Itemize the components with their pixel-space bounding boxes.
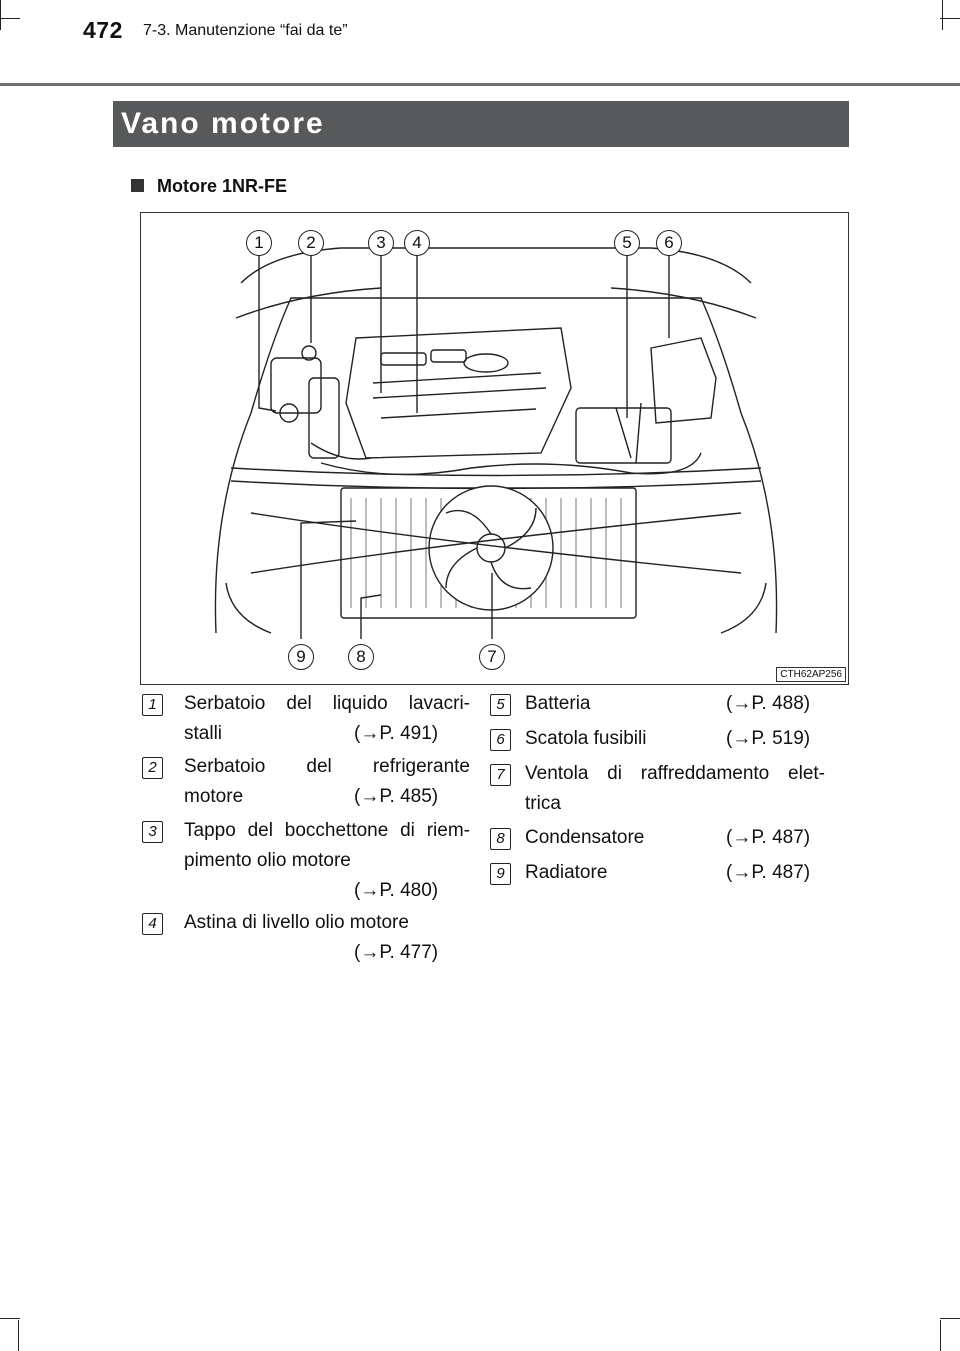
crop-mark: [0, 1318, 20, 1319]
item-text: Tappo del bocchettone di riem-: [184, 820, 470, 841]
item-text: Batteria: [525, 693, 591, 714]
crop-mark: [942, 0, 943, 30]
callout-2: 2: [298, 230, 324, 256]
page-reference: (→P. 480): [354, 880, 439, 901]
item-text: Ventola di raffreddamento elet-: [525, 763, 825, 784]
list-item: 4 Astina di livello olio motore (→P. 477…: [142, 908, 470, 970]
item-text: Serbatoio del refrigerante: [184, 756, 470, 777]
item-text: Scatola fusibili: [525, 728, 647, 749]
list-item: 6 Scatola fusibili (→P. 519): [490, 724, 830, 756]
callout-4: 4: [404, 230, 430, 256]
list-item: 1 Serbatoio del liquido lavacri- stalli …: [142, 689, 470, 751]
item-number: 3: [142, 821, 163, 843]
subheading-text: Motore 1NR-FE: [157, 176, 287, 196]
item-text-cont: stalli: [184, 723, 223, 744]
item-text-cont: motore: [184, 786, 244, 807]
callout-1: 1: [246, 230, 272, 256]
subheading: Motore 1NR-FE: [131, 176, 287, 197]
item-number: 7: [490, 764, 511, 786]
callout-6: 6: [656, 230, 682, 256]
page-reference: (→P. 519): [726, 728, 811, 749]
item-text: Serbatoio del liquido lavacri-: [184, 693, 470, 714]
engine-bay-drawing: [214, 247, 778, 639]
item-number: 5: [490, 694, 511, 716]
crop-mark: [940, 1318, 960, 1319]
item-number: 2: [142, 757, 163, 779]
engine-illustration: 1 2 3 4 5 6 7 8 9 CTH62AP256: [140, 212, 849, 685]
item-text: Condensatore: [525, 827, 645, 848]
item-text-cont: pimento olio motore: [184, 850, 351, 871]
callout-8: 8: [348, 644, 374, 670]
callout-3: 3: [368, 230, 394, 256]
list-item: 2 Serbatoio del refrigerante motore (→P.…: [142, 752, 470, 814]
figure-code: CTH62AP256: [776, 667, 846, 682]
item-number: 1: [142, 694, 163, 716]
list-item: 3 Tappo del bocchettone di riem- pimento…: [142, 816, 470, 908]
list-item: 7 Ventola di raffreddamento elet- trica: [490, 759, 830, 821]
crop-mark: [18, 1320, 19, 1351]
callout-7: 7: [479, 644, 505, 670]
item-text-cont: trica: [525, 793, 561, 814]
item-number: 6: [490, 729, 511, 751]
page-reference: (→P. 487): [726, 862, 811, 883]
list-item: 5 Batteria (→P. 488): [490, 689, 830, 721]
page-reference: (→P. 491): [354, 723, 439, 744]
page-reference: (→P. 477): [354, 942, 439, 963]
header-rule: [0, 83, 960, 86]
callout-5: 5: [614, 230, 640, 256]
item-text: Radiatore: [525, 862, 608, 883]
page-reference: (→P. 488): [726, 693, 811, 714]
section-title: Vano motore: [113, 101, 849, 147]
item-number: 9: [490, 863, 511, 885]
crop-mark: [0, 0, 1, 30]
list-item: 8 Condensatore (→P. 487): [490, 823, 830, 855]
callout-9: 9: [288, 644, 314, 670]
running-header: 7-3. Manutenzione “fai da te”: [143, 22, 348, 39]
item-number: 8: [490, 828, 511, 850]
page-reference: (→P. 487): [726, 827, 811, 848]
crop-mark: [0, 18, 20, 19]
item-text: Astina di livello olio motore: [184, 912, 409, 933]
page-number: 472: [83, 17, 123, 43]
square-bullet-icon: [131, 179, 144, 192]
crop-mark: [940, 1320, 941, 1351]
list-item: 9 Radiatore (→P. 487): [490, 858, 830, 890]
crop-mark: [940, 18, 960, 19]
item-number: 4: [142, 913, 163, 935]
page-reference: (→P. 485): [354, 786, 439, 807]
